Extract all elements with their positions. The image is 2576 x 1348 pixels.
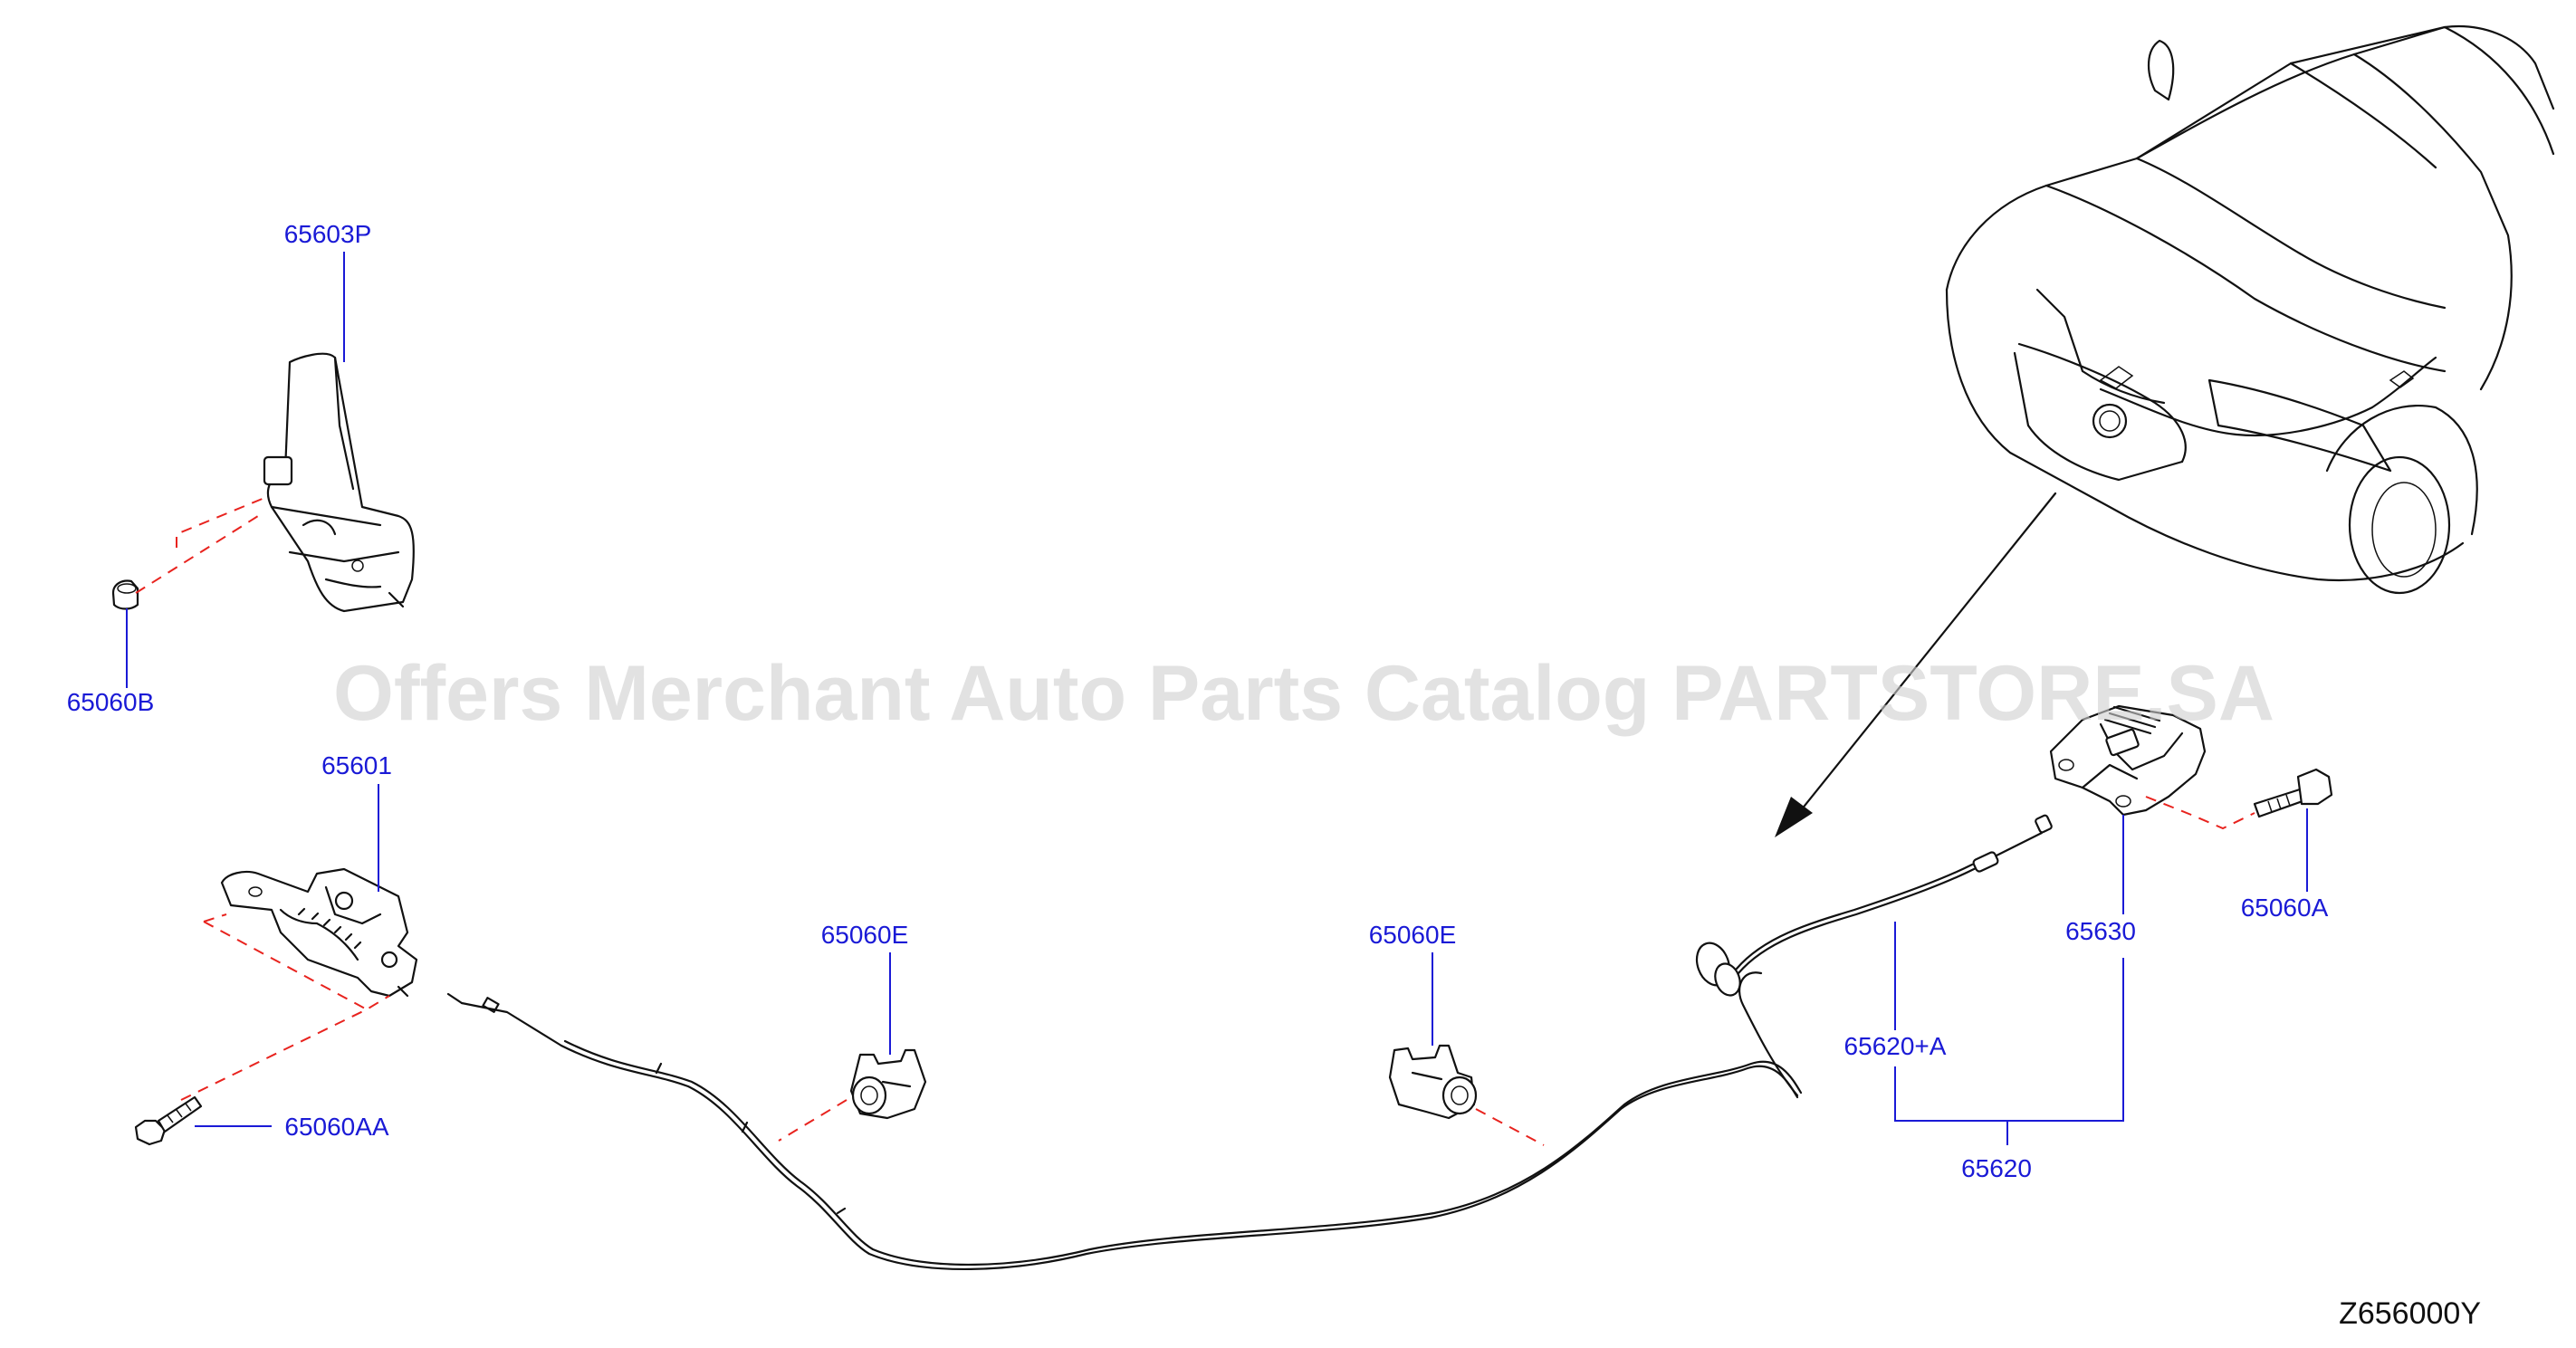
part-65060E-clip-right xyxy=(1388,1044,1478,1120)
callout-65620A[interactable]: 65620+A xyxy=(1844,1032,1947,1060)
callout-65603P[interactable]: 65603P xyxy=(284,220,372,248)
callout-65601[interactable]: 65601 xyxy=(321,751,392,779)
part-65060A-bolt xyxy=(2253,768,2333,818)
callout-leaders xyxy=(126,252,2308,1145)
callout-65620[interactable]: 65620 xyxy=(1961,1154,2032,1182)
part-65060B-nut xyxy=(111,579,139,610)
callout-65060E-left[interactable]: 65060E xyxy=(821,921,909,949)
part-65630-release-handle xyxy=(2049,704,2207,817)
location-arrow xyxy=(1775,492,2057,837)
callout-65630[interactable]: 65630 xyxy=(2065,917,2136,945)
part-65601-hood-latch xyxy=(220,867,418,998)
part-65060E-clip-left xyxy=(849,1048,927,1120)
part-65620-release-cable xyxy=(446,814,2053,1270)
watermark-text: Offers Merchant Auto Parts Catalog PARTS… xyxy=(333,650,2274,737)
vehicle-front-illustration xyxy=(1945,25,2555,595)
diagram-code: Z656000Y xyxy=(2339,1296,2481,1331)
callout-65060A[interactable]: 65060A xyxy=(2241,894,2329,922)
part-65060AA-bolt xyxy=(134,1095,203,1146)
callout-65060E-right[interactable]: 65060E xyxy=(1369,921,1457,949)
callout-65060B[interactable]: 65060B xyxy=(67,688,155,716)
callout-65060AA[interactable]: 65060AA xyxy=(284,1113,389,1141)
part-65603P-hood-lock xyxy=(263,352,415,613)
